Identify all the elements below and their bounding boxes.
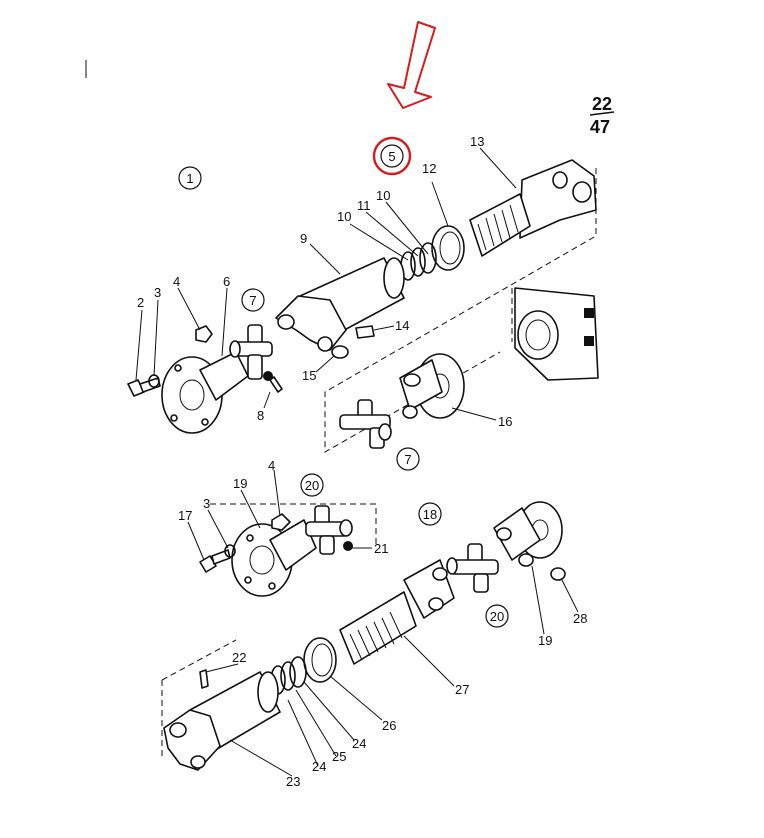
leader-lines bbox=[135, 147, 579, 777]
label-part-9: 9 bbox=[300, 231, 307, 246]
label-part-19-left: 19 bbox=[233, 476, 247, 491]
label-part-4-upper: 4 bbox=[173, 274, 180, 289]
page-ref-top: 22 bbox=[592, 94, 612, 114]
svg-text:20: 20 bbox=[490, 609, 504, 624]
label-part-6: 6 bbox=[223, 274, 230, 289]
svg-text:7: 7 bbox=[249, 293, 256, 308]
label-part-24-b: 24 bbox=[352, 736, 366, 751]
label-part-28: 28 bbox=[573, 611, 587, 626]
label-part-3-upper: 3 bbox=[154, 285, 161, 300]
label-part-13: 13 bbox=[470, 134, 484, 149]
label-part-25: 25 bbox=[332, 749, 346, 764]
callout-7-lower: 7 bbox=[396, 447, 420, 471]
label-part-3-lower: 3 bbox=[203, 496, 210, 511]
label-part-10-a: 10 bbox=[337, 209, 351, 224]
label-part-16: 16 bbox=[498, 414, 512, 429]
page-ref-bottom: 47 bbox=[590, 117, 610, 137]
lower-shaft-assembly bbox=[161, 501, 566, 771]
highlight-arrow bbox=[387, 21, 436, 109]
page-reference: 22 47 bbox=[589, 94, 615, 137]
callout-20-right: 20 bbox=[485, 604, 509, 628]
label-part-27: 27 bbox=[455, 682, 469, 697]
label-part-4-lower: 4 bbox=[268, 458, 275, 473]
upper-shaft-assembly bbox=[127, 159, 599, 453]
label-part-26: 26 bbox=[382, 718, 396, 733]
label-part-11: 11 bbox=[357, 198, 371, 213]
label-part-21: 21 bbox=[374, 541, 388, 556]
svg-text:1: 1 bbox=[186, 171, 193, 186]
label-part-2: 2 bbox=[137, 295, 144, 310]
callout-20-left: 20 bbox=[300, 473, 324, 497]
svg-text:7: 7 bbox=[404, 452, 411, 467]
callout-5-highlighted: 5 bbox=[372, 136, 412, 176]
label-part-14: 14 bbox=[395, 318, 409, 333]
label-part-12: 12 bbox=[422, 161, 436, 176]
callout-1: 1 bbox=[178, 166, 202, 190]
svg-text:20: 20 bbox=[305, 478, 319, 493]
label-part-8: 8 bbox=[257, 408, 264, 423]
label-part-24-a: 24 bbox=[312, 759, 326, 774]
label-part-19-right: 19 bbox=[538, 633, 552, 648]
label-part-10-b: 10 bbox=[376, 188, 390, 203]
label-part-22: 22 bbox=[232, 650, 246, 665]
svg-text:5: 5 bbox=[388, 149, 395, 164]
callout-7-upper: 7 bbox=[241, 288, 265, 312]
svg-text:18: 18 bbox=[423, 507, 437, 522]
callout-18: 18 bbox=[418, 502, 442, 526]
label-part-17: 17 bbox=[178, 508, 192, 523]
label-part-23: 23 bbox=[286, 774, 300, 789]
part-labels: 2 3 4 6 8 9 10 11 10 12 13 14 15 16 17 3… bbox=[137, 134, 587, 789]
label-part-15: 15 bbox=[302, 368, 316, 383]
